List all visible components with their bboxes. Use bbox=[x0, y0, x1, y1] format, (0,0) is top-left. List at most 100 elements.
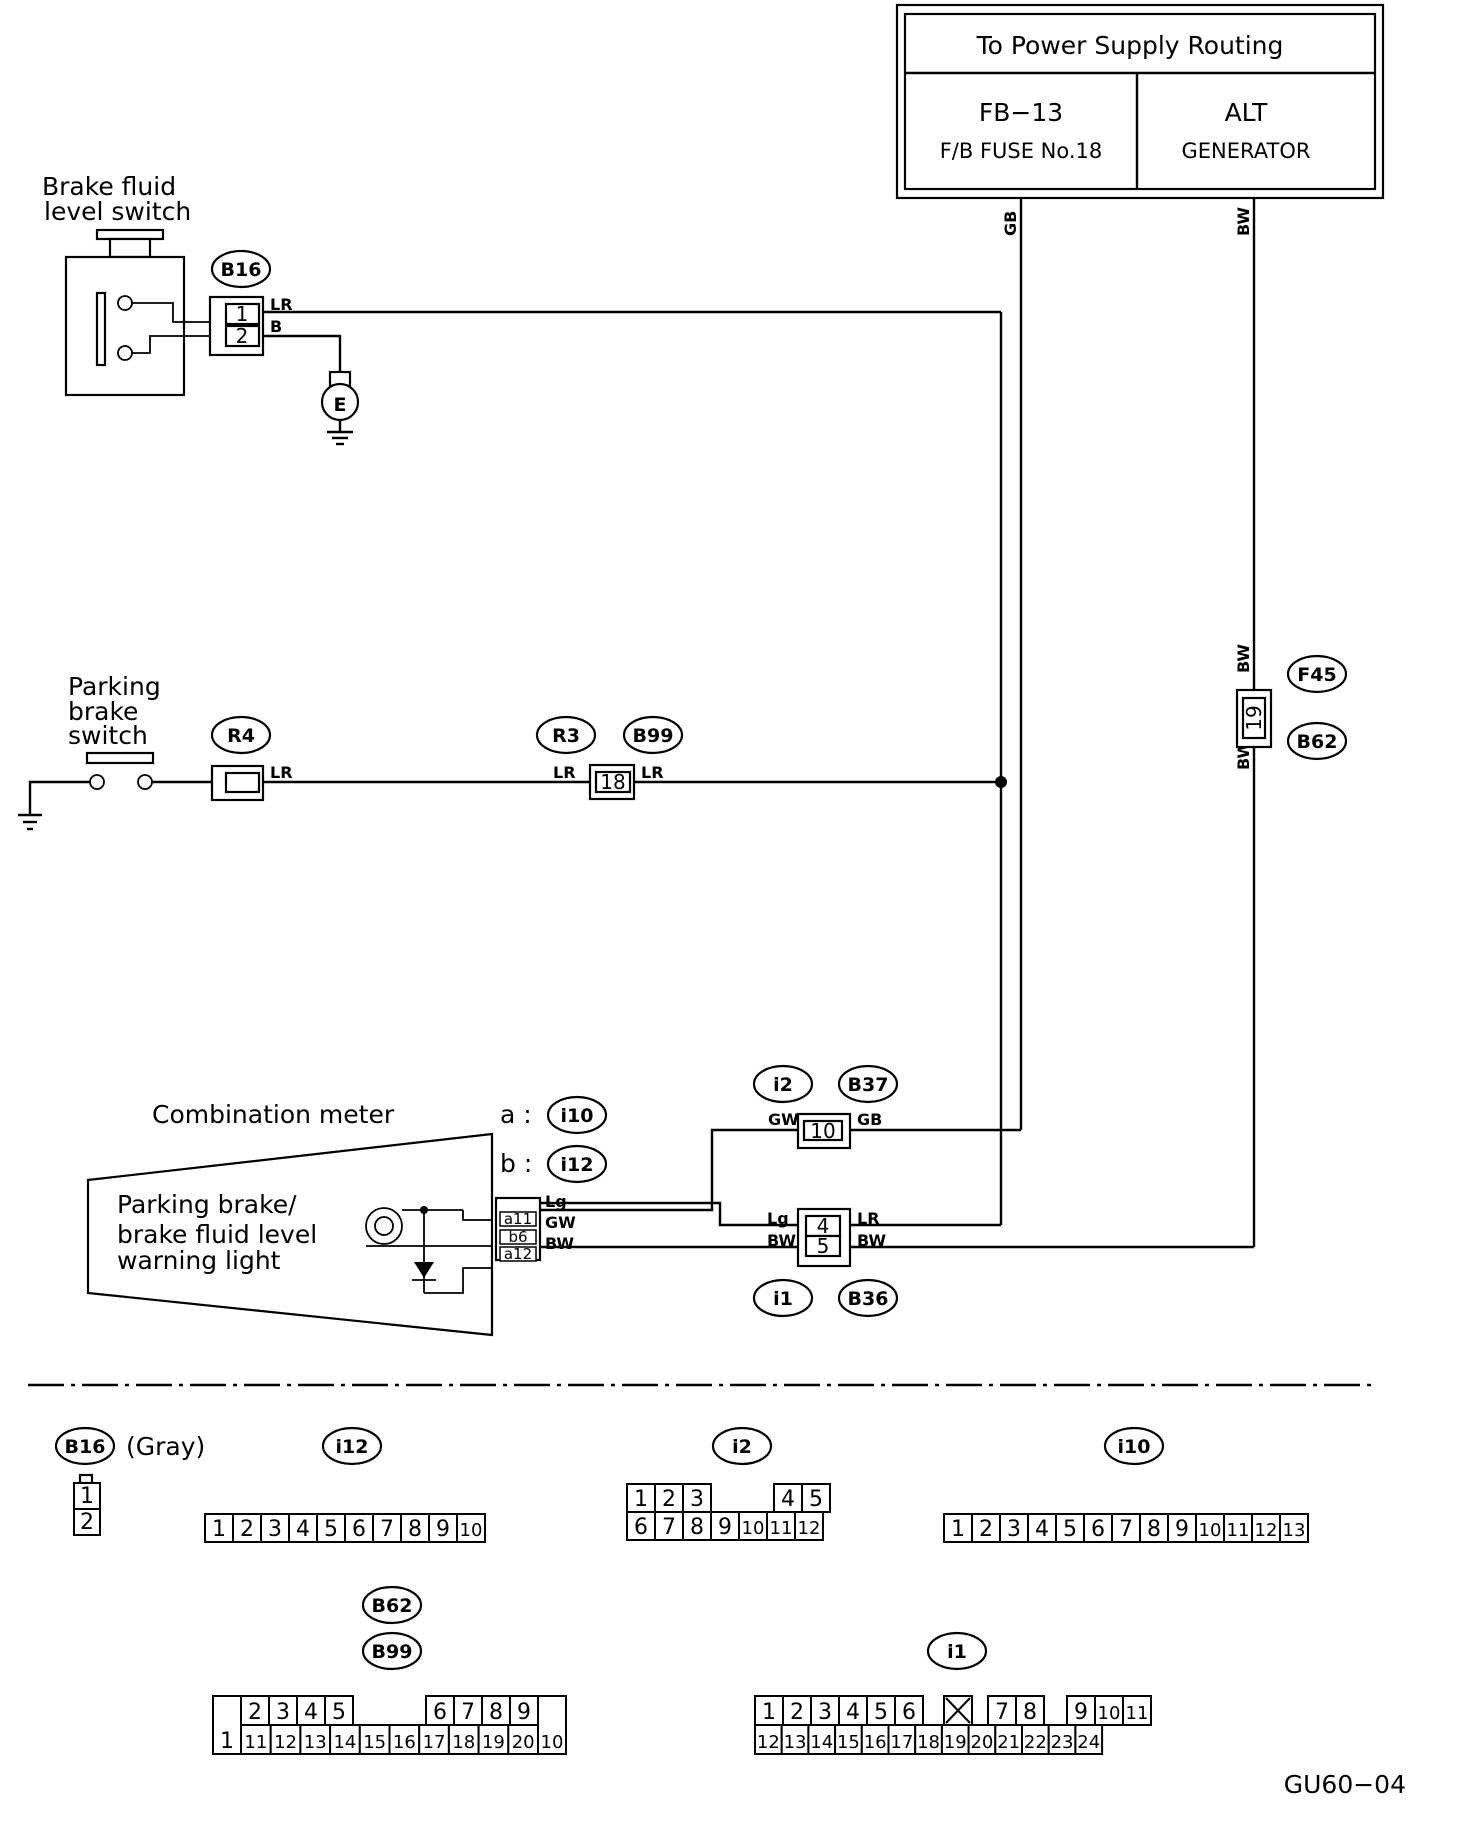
legend-tag-i2: i2 bbox=[732, 1436, 752, 1458]
legend-i10-pin-12: 12 bbox=[1255, 1520, 1278, 1541]
legend-i10-pin-1-cell bbox=[943, 1513, 973, 1543]
legend-i12-pin-7: 7 bbox=[380, 1517, 394, 1542]
legend-i10-pin-1: 1 bbox=[951, 1517, 965, 1542]
legend-i1-pin-3: 3 bbox=[818, 1700, 832, 1725]
legend-i12-pin-9-cell bbox=[428, 1513, 458, 1543]
legend-tag-b99: B99 bbox=[372, 1641, 413, 1663]
legend-tag-i12: i12 bbox=[336, 1436, 369, 1458]
wire-lg bbox=[540, 1201, 798, 1227]
i1-pin-4: 4 bbox=[817, 1214, 830, 1238]
legend-i10-pin-6: 6 bbox=[1091, 1517, 1105, 1542]
legend-b16-pin-1: 1 bbox=[80, 1484, 94, 1509]
legend-i2-pin-12: 12 bbox=[798, 1518, 821, 1539]
legend-i10-pin-11: 11 bbox=[1227, 1520, 1250, 1541]
fuse-code: FB−13 bbox=[979, 98, 1063, 127]
legend-i1-pin-10: 10 bbox=[1098, 1703, 1121, 1724]
tag-b36: B36 bbox=[848, 1288, 889, 1310]
tag-i2: i2 bbox=[773, 1074, 793, 1096]
legend-i1-pin-24-cell bbox=[1074, 1724, 1104, 1755]
legend-i10-pin-2: 2 bbox=[979, 1517, 993, 1542]
legend-b62-pin-18: 18 bbox=[452, 1732, 475, 1753]
wire-label-lr-i1: LR bbox=[857, 1209, 880, 1228]
wire-label-gw-i2: GW bbox=[768, 1110, 799, 1129]
i1-pin-5: 5 bbox=[817, 1234, 830, 1258]
tag-b62: B62 bbox=[1297, 731, 1338, 753]
legend-b62-pin-20: 20 bbox=[512, 1732, 535, 1753]
legend-i12-pin-7-cell bbox=[372, 1513, 402, 1543]
legend-i1-pin-7-cell bbox=[987, 1695, 1017, 1726]
legend-i10-pin-13-cell bbox=[1279, 1513, 1309, 1543]
fuse-name: F/B FUSE No.18 bbox=[940, 139, 1103, 163]
legend-i1-pin-19: 19 bbox=[944, 1732, 967, 1753]
legend-i12-pin-4: 4 bbox=[296, 1517, 310, 1542]
legend-i10-pin-7: 7 bbox=[1119, 1517, 1133, 1542]
connector-r3-b99: 18 bbox=[588, 763, 636, 801]
wire-label-bw-i1-out: BW bbox=[857, 1231, 886, 1250]
legend-i1-pin-13: 13 bbox=[784, 1732, 807, 1753]
legend-i10-pin-10: 10 bbox=[1199, 1520, 1222, 1541]
legend-b62-pin-13: 13 bbox=[304, 1732, 327, 1753]
wire-label-bw-top: BW bbox=[1234, 207, 1253, 236]
legend-i2-pin-9: 9 bbox=[718, 1515, 732, 1540]
tag-b99: B99 bbox=[633, 725, 674, 747]
legend-i2-pin-3: 3 bbox=[690, 1487, 704, 1512]
legend-i10-pin-8: 8 bbox=[1147, 1517, 1161, 1542]
parking-label-3: switch bbox=[68, 721, 148, 750]
legend-i1-pin-16-cell bbox=[860, 1724, 890, 1755]
wire-label-bw-i1-in: BW bbox=[767, 1231, 796, 1250]
wires bbox=[263, 198, 1256, 1249]
legend-i12-pin-1: 1 bbox=[212, 1517, 226, 1542]
legend-b62-pin-11: 11 bbox=[244, 1732, 267, 1753]
legend-tag-i10: i10 bbox=[1118, 1436, 1151, 1458]
parking-label-1: Parking bbox=[68, 672, 161, 701]
legend-i1-pin-5: 5 bbox=[874, 1700, 888, 1725]
wire-b-ground bbox=[263, 334, 342, 372]
legend-b62-pin-1-cell bbox=[212, 1695, 242, 1755]
legend-i1-pin-9: 9 bbox=[1074, 1700, 1088, 1725]
meter-a-key: a : bbox=[500, 1100, 532, 1129]
legend-i1-pin-16: 16 bbox=[864, 1732, 887, 1753]
legend-i10-pin-13: 13 bbox=[1283, 1520, 1306, 1541]
legend-i10-pin-4-cell bbox=[1027, 1513, 1057, 1543]
legend-b62-pin-18-cell bbox=[447, 1724, 480, 1755]
wire-label-lr-b16: LR bbox=[270, 295, 293, 314]
brake-fluid-label-1: Brake fluid bbox=[42, 172, 176, 201]
legend-b16-pin-2-cell bbox=[73, 1508, 101, 1536]
meter-pin-a11: a11 bbox=[504, 1210, 532, 1228]
legend-i12-pin-2: 2 bbox=[240, 1517, 254, 1542]
wire-label-gb: GB bbox=[1001, 211, 1020, 236]
legend-b62-pin-5: 5 bbox=[332, 1700, 346, 1725]
ground-e: E bbox=[320, 370, 360, 446]
legend-b62-pin-4: 4 bbox=[304, 1700, 318, 1725]
alt-code: ALT bbox=[1225, 98, 1269, 127]
tag-meter-a: i10 bbox=[561, 1105, 594, 1127]
tag-r4: R4 bbox=[227, 725, 255, 747]
legend-tag-i1: i1 bbox=[947, 1641, 967, 1663]
brake-fluid-level-switch: Brake fluid level switch bbox=[42, 172, 210, 397]
legend-i1-pin-6: 6 bbox=[902, 1700, 916, 1725]
legend-i1-unused-mark bbox=[945, 1697, 971, 1724]
legend-i2-pin-12-cell bbox=[794, 1511, 824, 1541]
wire-gw bbox=[540, 1128, 798, 1212]
legend-tag-b16: B16 bbox=[65, 1436, 106, 1458]
meter-pin-a12: a12 bbox=[504, 1245, 532, 1263]
legend-i1-pin-9-cell bbox=[1066, 1695, 1096, 1726]
tag-r3: R3 bbox=[552, 725, 580, 747]
legend-i12-pin-3: 3 bbox=[268, 1517, 282, 1542]
legend-b62-pin-20-cell bbox=[507, 1724, 539, 1755]
legend-i1-pin-22: 22 bbox=[1024, 1732, 1047, 1753]
warning-light-label-3: warning light bbox=[117, 1246, 281, 1275]
legend-i1-pin-24: 24 bbox=[1077, 1732, 1100, 1753]
legend-i12-pin-10: 10 bbox=[460, 1520, 483, 1541]
wire-labels: GB BW BW BW LR B LR LR LR GW GB Lg BW LR… bbox=[270, 207, 1253, 1253]
legend-i12-pin-3-cell bbox=[260, 1513, 290, 1543]
wire-label-lr-r4: LR bbox=[270, 763, 293, 782]
power-routing-title: To Power Supply Routing bbox=[976, 31, 1284, 60]
legend-i12-pin-4-cell bbox=[288, 1513, 318, 1543]
diagram-code: GU60−04 bbox=[1284, 1770, 1406, 1799]
junction-dot bbox=[995, 776, 1007, 788]
legend-b16-pin-2: 2 bbox=[80, 1510, 94, 1535]
legend-i2-pin-8: 8 bbox=[690, 1515, 704, 1540]
